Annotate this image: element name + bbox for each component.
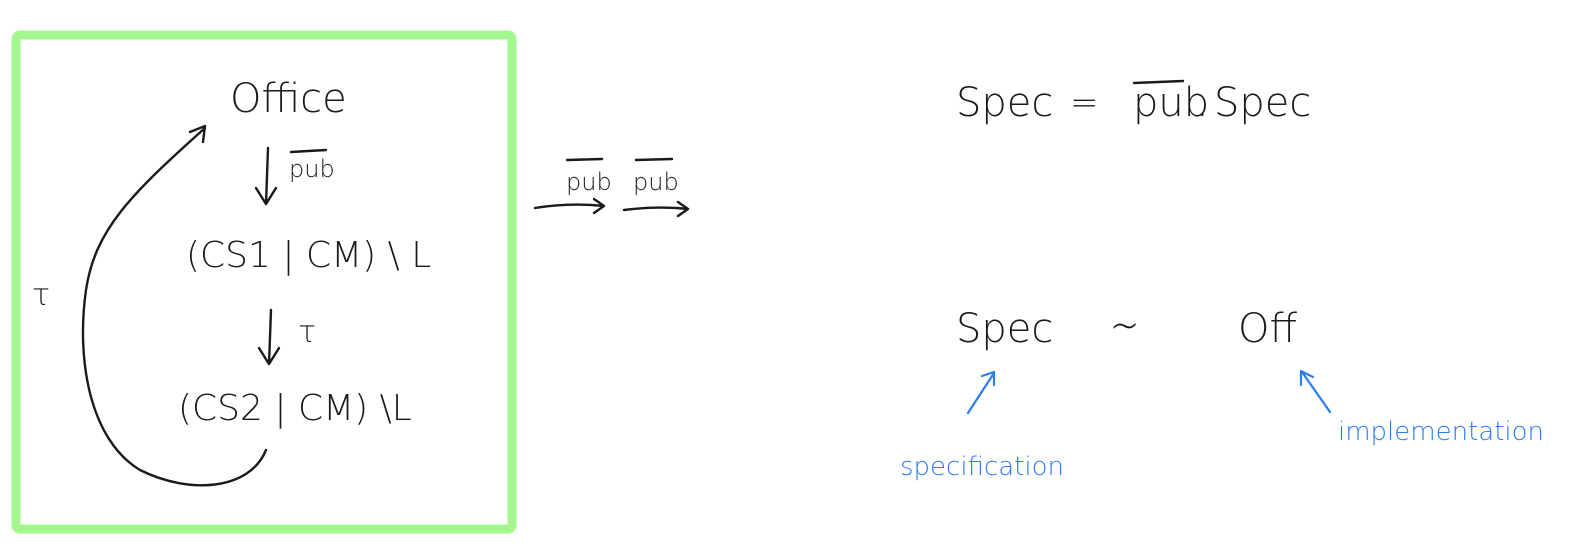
transition-label-tau: τ bbox=[298, 315, 316, 350]
loop-arrowhead bbox=[188, 124, 207, 144]
spec-eq-lhs: Spec bbox=[956, 80, 1053, 126]
overbar-pub-1 bbox=[289, 148, 328, 154]
lts-box bbox=[11, 30, 517, 534]
state-cs2: (CS2 | CM) \L bbox=[178, 388, 412, 429]
state-office: Office bbox=[230, 76, 347, 122]
implementation-pointer-arrow bbox=[1299, 369, 1332, 414]
trace-overbar-2 bbox=[634, 157, 674, 162]
implementation-note: implementation bbox=[1338, 417, 1544, 447]
state-cs1: (CS1 | CM) \ L bbox=[186, 235, 431, 276]
equiv-rhs: Off bbox=[1238, 306, 1297, 352]
specification-pointer-arrow bbox=[966, 370, 996, 415]
equiv-relation: ∼ bbox=[1110, 299, 1139, 353]
spec-eq-overbar bbox=[1132, 79, 1185, 85]
transition-arrow-pub bbox=[254, 146, 278, 206]
spec-eq-equals: = bbox=[1070, 83, 1099, 123]
spec-eq-dot: . bbox=[1196, 80, 1209, 126]
trace-overbar-1 bbox=[565, 157, 604, 162]
trace-arrow-1 bbox=[533, 197, 606, 215]
trace-label-1: pub bbox=[566, 168, 612, 196]
specification-note: specification bbox=[900, 452, 1064, 482]
trace-arrow-2 bbox=[622, 200, 690, 218]
equiv-lhs: Spec bbox=[956, 306, 1053, 352]
spec-eq-action: pub bbox=[1133, 80, 1209, 126]
transition-label-pub: pub bbox=[289, 155, 335, 183]
spec-eq-rhs: Spec bbox=[1214, 80, 1311, 126]
trace-label-2: pub bbox=[633, 168, 679, 196]
loop-arrow-tau bbox=[81, 126, 268, 487]
transition-arrow-tau bbox=[257, 308, 281, 366]
loop-label-tau: τ bbox=[32, 278, 50, 313]
